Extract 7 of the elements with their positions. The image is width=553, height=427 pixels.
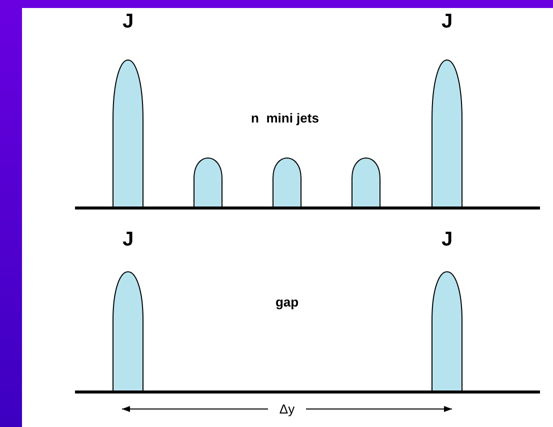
jet-label: J — [122, 228, 134, 252]
event-label: n mini jets — [251, 110, 319, 126]
event-label: gap — [275, 294, 299, 310]
rapidity-gap-label: Δy — [279, 402, 295, 416]
jet-label: J — [441, 228, 453, 252]
jet-label: J — [122, 10, 134, 34]
jet-label: J — [441, 10, 453, 34]
